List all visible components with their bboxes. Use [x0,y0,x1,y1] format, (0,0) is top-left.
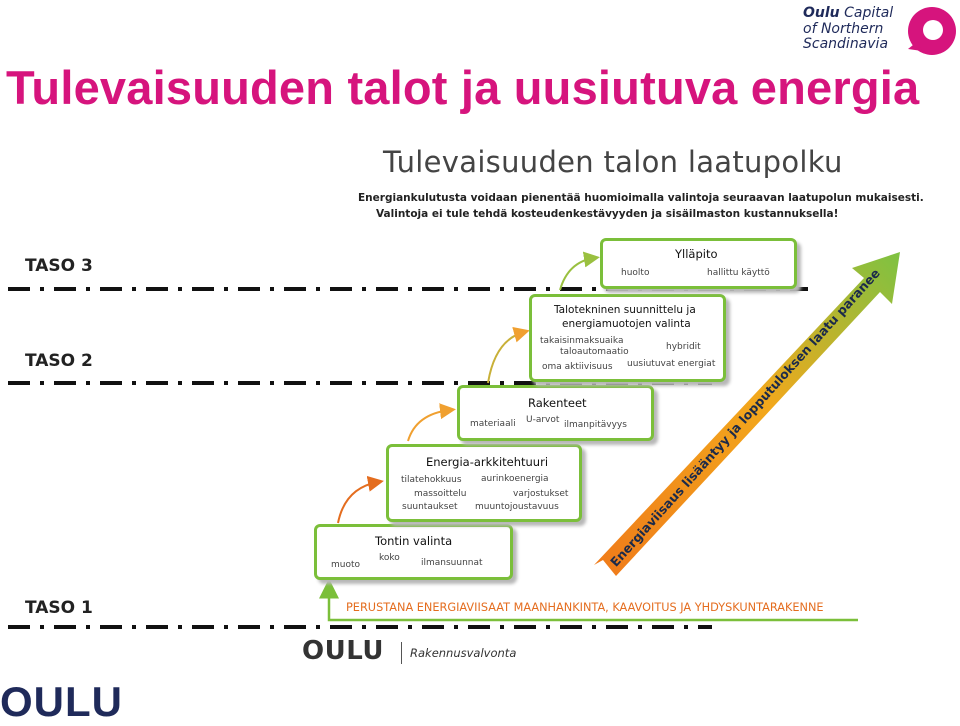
step-item: U-arvot [526,415,560,425]
step-item: hybridit [666,342,701,352]
step-item: uusiutuvat energiat [627,359,716,369]
step-item: ilmansuunnat [421,558,483,568]
step-title: Ylläpito [675,247,718,261]
step-box-5: Ylläpito huolto hallittu käyttö [600,238,797,289]
step-arrow-2 [407,403,456,442]
step-item: hallittu käyttö [707,268,770,278]
step-item: koko [379,553,400,563]
step-title: Rakenteet [528,396,587,410]
brand-o-icon [908,7,956,55]
step-item: taloautomaatio [560,347,629,357]
step-item: aurinkoenergia [481,474,549,484]
base-arrow [319,578,858,622]
step-title: Tontin valinta [375,534,453,548]
step-title: Energia-arkkitehtuuri [426,455,549,469]
level-1-line [8,625,712,629]
diagram-footer-logo: OULU [302,636,384,666]
step-item: huolto [621,268,650,278]
level-3-line [8,287,808,291]
brand-logo-text: Oulu Capital of Northern Scandinavia [803,5,894,53]
step-item: suuntaukset [402,502,458,512]
footer-separator [401,642,402,664]
step-item: massoittelu [414,489,467,499]
step-box-3: Rakenteet materiaali U-arvot ilmanpitävy… [457,385,654,441]
step-arrow-1 [337,475,384,524]
brand-line3: Scandinavia [803,36,889,52]
step-item: takaisinmaksuaika [540,336,624,346]
diagram-subtitle-2: Valintoja ei tule tehdä kosteudenkestävy… [376,208,839,220]
step-item: materiaali [470,419,516,429]
base-text: PERUSTANA ENERGIAVIISAAT MAANHANKINTA, K… [346,601,824,614]
diagonal-arrow [594,252,900,576]
step-box-1: Tontin valinta muoto koko ilmansuunnat [314,524,513,580]
step-title-line2: energiamuotojen valinta [562,318,691,330]
diagram-subtitle-1: Energiankulutusta voidaan pienentää huom… [358,192,924,204]
step-item: ilmanpitävyys [564,420,627,430]
step-item: muoto [331,560,361,570]
step-box-2: Energia-arkkitehtuuri tilatehokkuus mass… [386,444,582,522]
step-arrow-4 [559,251,600,291]
step-title: Talotekninen suunnittelu ja [554,304,696,316]
brand-line1-rest: Capital [839,5,894,21]
step-item: muuntojoustavuus [475,502,559,512]
slide-title: Tulevaisuuden talot ja uusiutuva energia [6,61,920,114]
diagram-footer-unit: Rakennusvalvonta [410,646,517,660]
step-box-4: Talotekninen suunnittelu ja energiamuoto… [529,294,726,382]
step-arrow-3 [487,326,530,384]
level-label-1: TASO 1 [25,598,93,618]
diagram-title: Tulevaisuuden talon laatupolku [383,145,843,179]
level-label-3: TASO 3 [25,256,93,276]
brand-line2: of Northern [803,20,884,37]
step-item: tilatehokkuus [401,475,462,485]
step-item: varjostukset [513,489,569,499]
step-item: oma aktiivisuus [542,362,613,372]
level-2-line [8,381,712,385]
brand-line1-bold: Oulu [803,5,840,21]
corner-logo: OULU [0,678,123,725]
level-label-2: TASO 2 [25,351,93,371]
